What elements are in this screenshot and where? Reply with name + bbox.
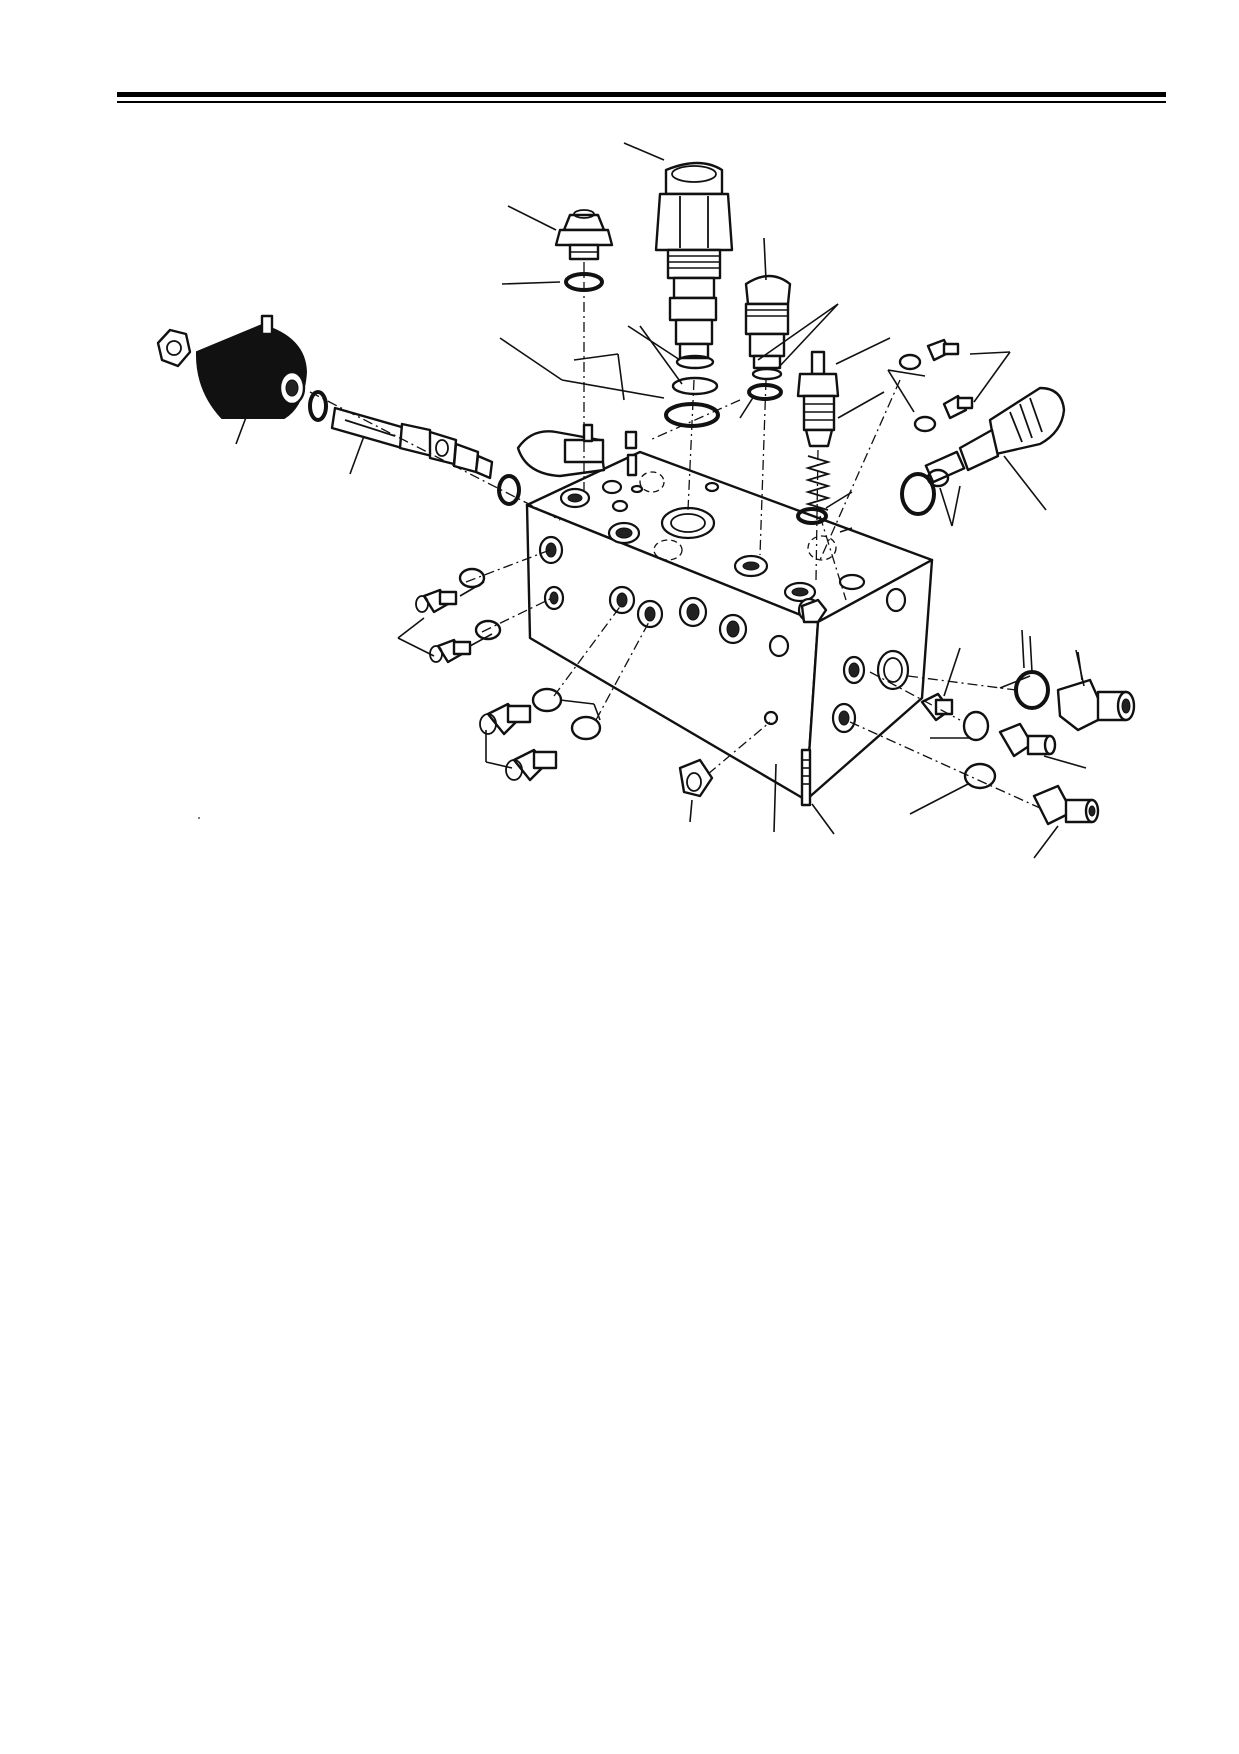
valve-o-ring — [497, 474, 521, 506]
left-side-fittings — [397, 549, 553, 664]
bottom-leader-center — [773, 763, 777, 833]
header-rule-thin — [117, 101, 1166, 103]
side-face-ports — [831, 587, 910, 734]
stray-mark — [198, 817, 200, 819]
spring — [796, 455, 832, 525]
callout-leaders — [235, 303, 1083, 681]
solenoid-assembly — [156, 314, 561, 521]
right-side-fittings — [849, 635, 1136, 859]
manifold-block — [525, 450, 934, 807]
explode-guidelines — [583, 262, 901, 601]
coil-nut — [156, 328, 192, 368]
adjustable-relief-valve — [900, 386, 1066, 527]
bottom-leader-stud — [811, 803, 835, 835]
header-rule-thick — [117, 92, 1166, 97]
hydraulic-valve-block-exploded-diagram — [156, 142, 1136, 859]
plug-connector — [516, 423, 638, 478]
solenoid-coil — [195, 314, 308, 419]
solenoid-valve-cartridge — [330, 406, 494, 480]
top-face-ports — [559, 479, 866, 603]
bottom-plug — [678, 721, 771, 823]
hex-plug — [800, 598, 828, 624]
pressure-switch-cartridge — [796, 337, 891, 448]
mounting-stud — [800, 748, 812, 807]
front-fittings — [479, 603, 651, 782]
medium-cartridge-valve — [744, 237, 792, 401]
small-plug-top — [501, 205, 614, 292]
large-cartridge-valve — [623, 142, 734, 428]
coil-seal-ring — [308, 390, 328, 422]
right-top-fittings — [887, 338, 1011, 433]
